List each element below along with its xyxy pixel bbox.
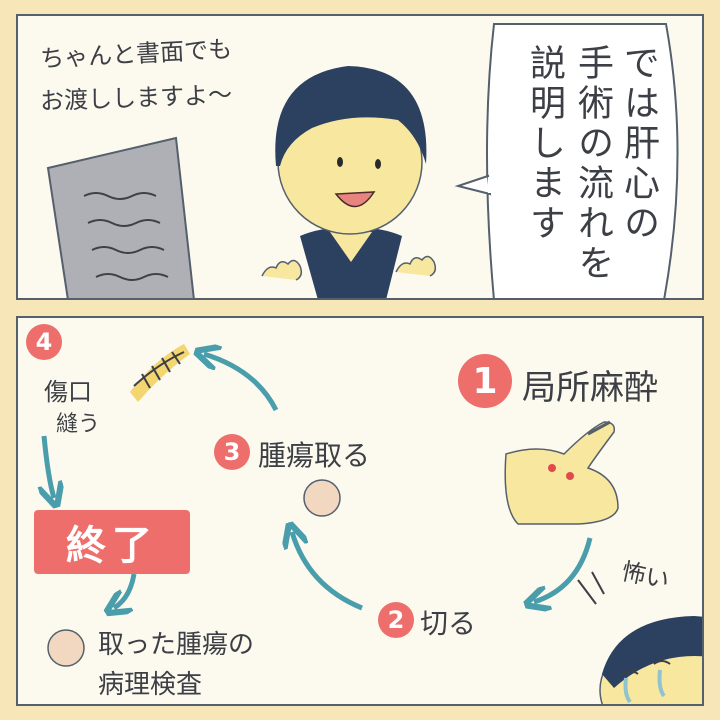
removed-tumor-icon <box>47 629 85 667</box>
step-3-label: 腫瘍取る <box>258 439 371 472</box>
step-1-number-badge: 1 <box>458 354 512 408</box>
step-4-label-line-1: 傷口 <box>44 378 92 406</box>
comic-panel-1: ちゃんと書面でも お渡ししますよ〜 では肝心の 手術の流れを 説明します <box>16 14 704 300</box>
arrow-4-to-finish <box>44 435 54 498</box>
panel-1-illustration <box>46 23 679 298</box>
speech-text-column-2: 手術の流れを <box>572 44 613 284</box>
speech-text-column-3: 説明します <box>524 44 565 244</box>
pathology-label-line-2: 病理検査 <box>98 670 203 700</box>
arrow-1-to-2 <box>534 537 593 602</box>
step-4-label-line-2: 縫う <box>56 412 101 437</box>
arrow-finish-to-pathology <box>114 573 137 608</box>
speech-text-column-1: では肝心の <box>618 44 659 244</box>
doctor-character <box>261 66 437 298</box>
scared-patient-icon <box>577 571 702 704</box>
arrow-2-to-3 <box>292 532 363 611</box>
pathology-label-line-1: 取った腫瘍の <box>98 630 255 660</box>
step-1-label: 局所麻酔 <box>522 368 658 408</box>
step-4-number-badge: 4 <box>26 324 62 360</box>
stitches-icon <box>130 344 190 402</box>
tumor-icon <box>303 479 341 517</box>
step-2-number-badge: 2 <box>378 602 414 638</box>
finish-badge: 終了 <box>34 510 190 574</box>
panel-2-illustration <box>18 318 702 704</box>
document-icon <box>46 136 195 298</box>
step-2-label: 切る <box>420 607 477 640</box>
caption-line-2: お渡ししますよ〜 <box>39 80 233 116</box>
comic-panel-2: 4 傷口 縫う 3 腫瘍取る 1 局所麻酔 2 切る 終了 取った腫瘍の 病理検… <box>16 316 704 706</box>
speech-bubble <box>486 23 679 298</box>
step-3-number-badge: 3 <box>214 434 250 470</box>
arrow-3-to-4 <box>204 354 279 412</box>
injection-hand-icon <box>504 420 619 525</box>
